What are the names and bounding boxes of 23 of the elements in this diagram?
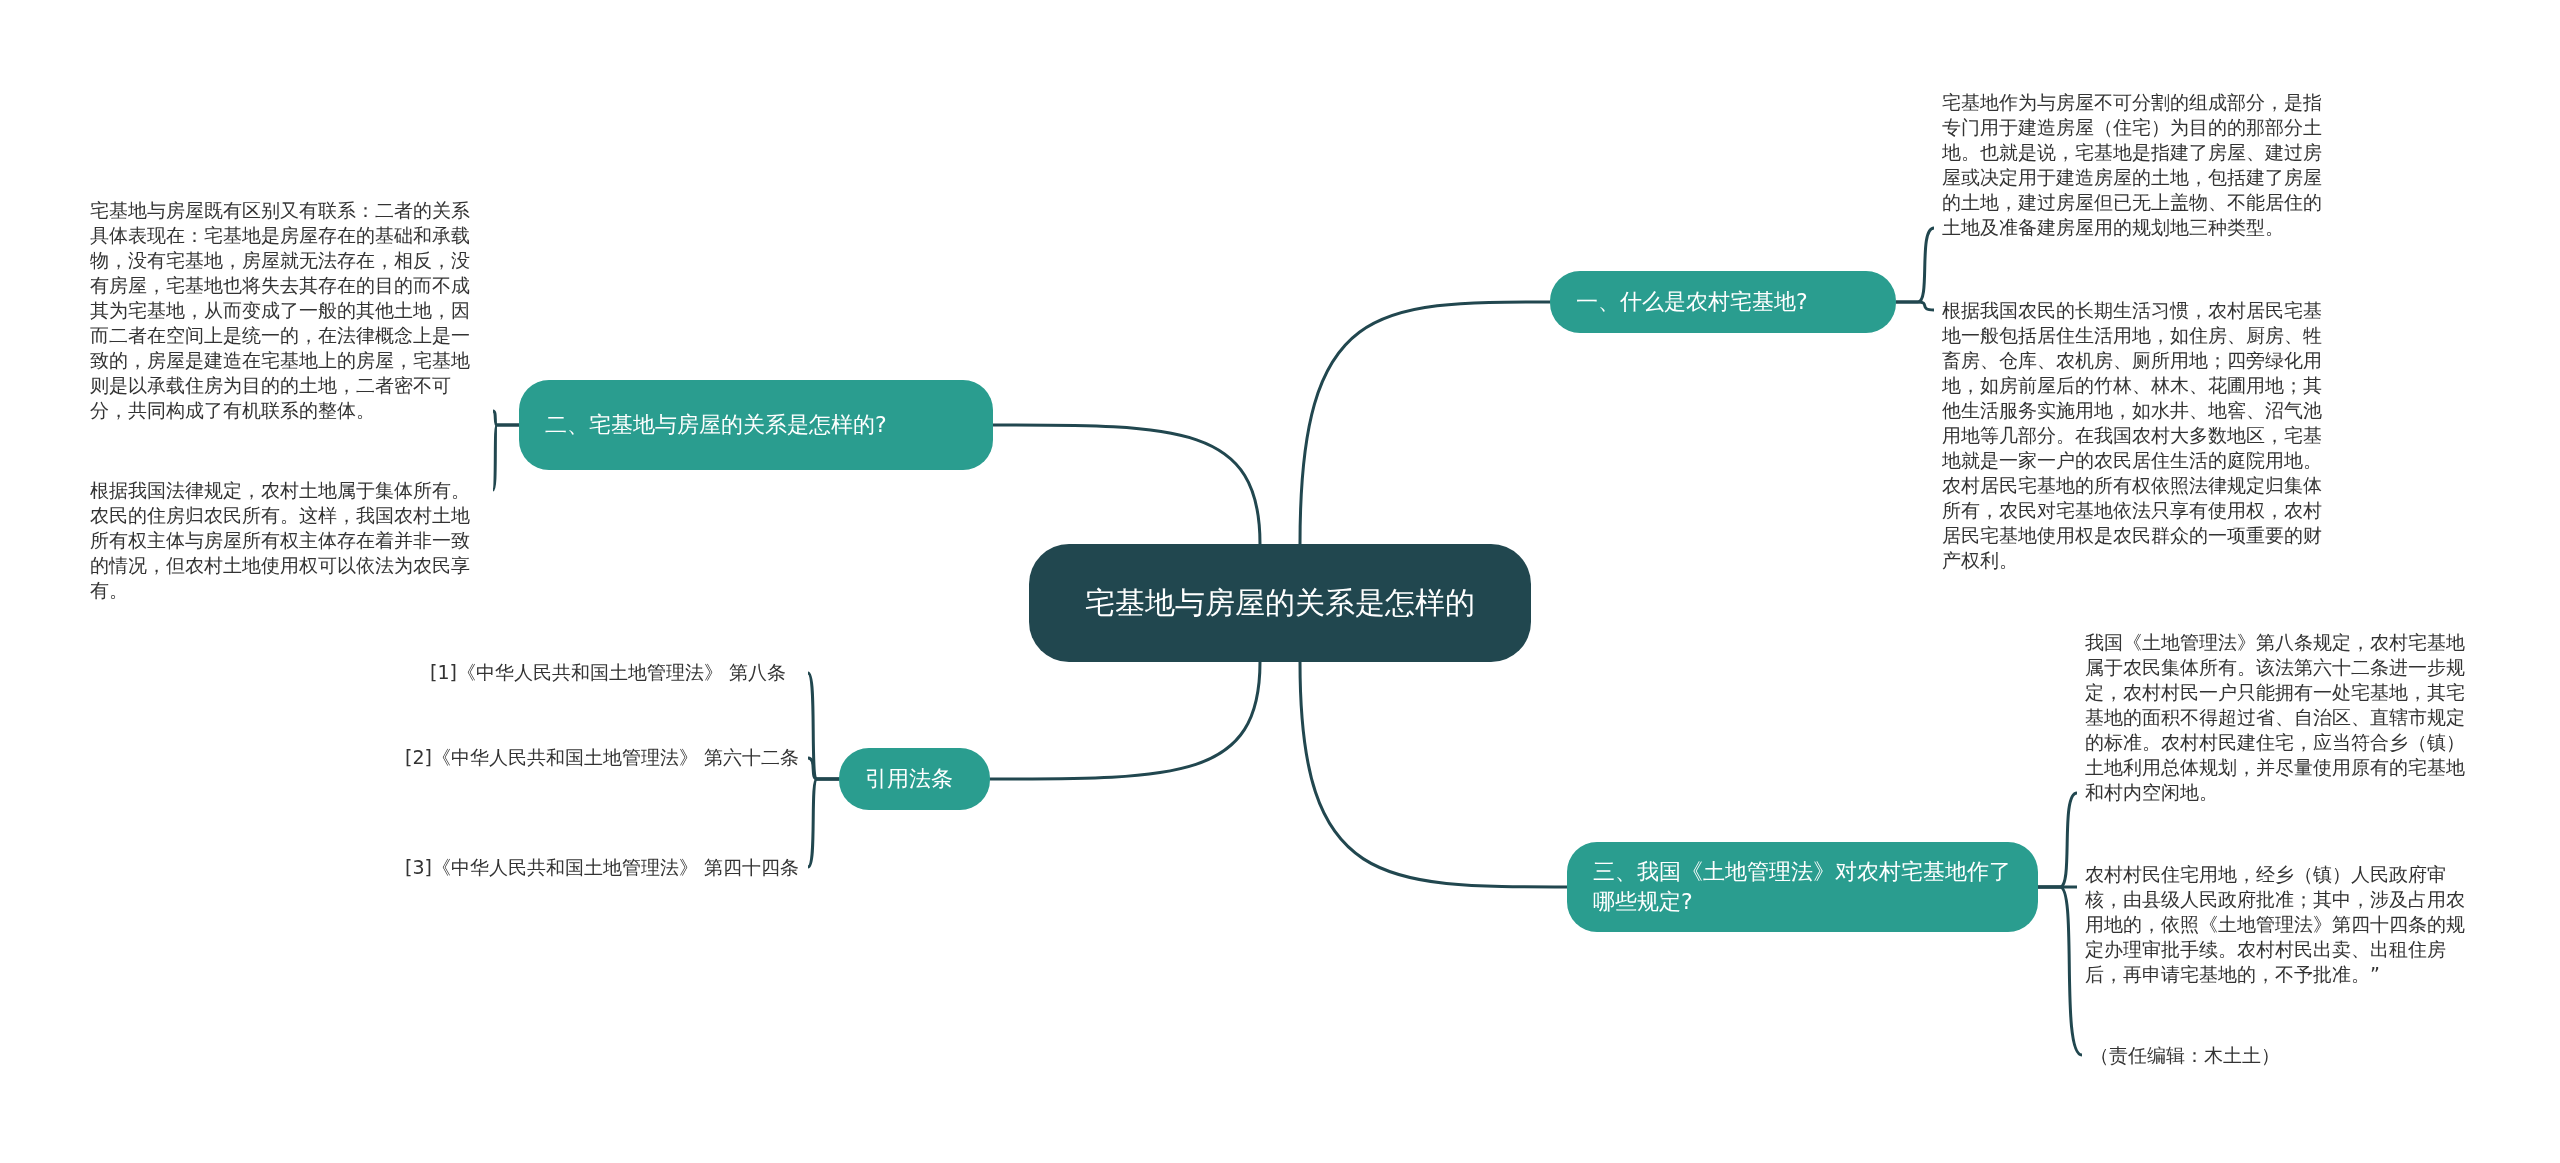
connector-line — [993, 423, 1262, 545]
note-text: [1]《中华人民共和国土地管理法》 第八条 — [430, 660, 800, 685]
note-text: [2]《中华人民共和国土地管理法》 第六十二条 — [405, 745, 800, 770]
connector-line — [806, 777, 839, 869]
central-topic: 宅基地与房屋的关系是怎样的 — [1029, 544, 1531, 662]
connector-line — [1298, 661, 1567, 889]
note-text: 根据我国法律规定，农村土地属于集体所有。农民的住房归农民所有。这样，我国农村土地所有权主体与房屋所有权主体存在着并非一致的情况，但农村土地使用权可以依法为农民享有。 — [90, 478, 485, 603]
note-text: 我国《土地管理法》第八条规定，农村宅基地属于农民集体所有。该法第六十二条进一步规定，农村村民一户只能拥有一处宅基地，其宅基地的面积不得超过省、自治区、直辖市规定的标准。农村村民建住宅，应当符合乡（镇）土地利用总体规划，并尽量使用原有的宅基地和村内空闲地。 — [2085, 630, 2480, 805]
connector-line — [491, 423, 519, 491]
topic-box: 二、宅基地与房屋的关系是怎样的? — [519, 380, 993, 470]
note-text: 宅基地作为与房屋不可分割的组成部分，是指专门用于建造房屋（住宅）为目的的那部分土地。也就是说，宅基地是指建了房屋、建过房屋或决定用于建造房屋的土地，包括建了房屋的土地，建过房屋但已无上盖物、不能居住的土地及准备建房屋用的规划地三种类型。 — [1942, 90, 2337, 240]
topic-box: 三、我国《土地管理法》对农村宅基地作了哪些规定? — [1567, 842, 2038, 932]
topic-box: 引用法条 — [839, 748, 990, 810]
connector-line — [2038, 885, 2083, 1057]
connector-line — [1298, 300, 1550, 545]
note-text: 农村村民住宅用地，经乡（镇）人民政府审核，由县级人民政府批准；其中，涉及占用农用地的，依照《土地管理法》第四十四条的规定办理审批手续。农村村民出卖、出租住房后，再申请宅基地的，不予批准。” — [2085, 862, 2480, 987]
note-text: [3]《中华人民共和国土地管理法》 第四十四条 — [405, 855, 800, 880]
connector-line — [1896, 300, 1935, 312]
note-text: 宅基地与房屋既有区别又有联系：二者的关系具体表现在：宅基地是房屋存在的基础和承载物，没有宅基地，房屋就无法存在，相反，没有房屋，宅基地也将失去其存在的目的而不成其为宅基地，从而变成了一般的其他土地，因而二者在空间上是统一的，在法律概念上是一致的，房屋是建造在宅基地上的房屋，宅基地则是以承载住房为目的的土地，二者密不可分，共同构成了有机联系的整体。 — [90, 198, 485, 423]
topic-box: 一、什么是农村宅基地? — [1550, 271, 1896, 333]
note-text: （责任编辑：木土土） — [2090, 1043, 2350, 1068]
connector-line — [990, 661, 1262, 781]
note-text: 根据我国农民的长期生活习惯，农村居民宅基地一般包括居住生活用地，如住房、厨房、牲畜房、仓库、农机房、厕所用地；四旁绿化用地，如房前屋后的竹林、林木、花圃用地；其他生活服务实施用地，如水井、地窖、沼气池用地等几部分。在我国农村大多数地区，宅基地就是一家一户的农民居住生活的庭院用地。农村居民宅基地的所有权依照法律规定归集体所有，农民对宅基地依法只享有使用权，农村居民宅基地使用权是农民群众的一项重要的财产权利。 — [1942, 298, 2337, 573]
